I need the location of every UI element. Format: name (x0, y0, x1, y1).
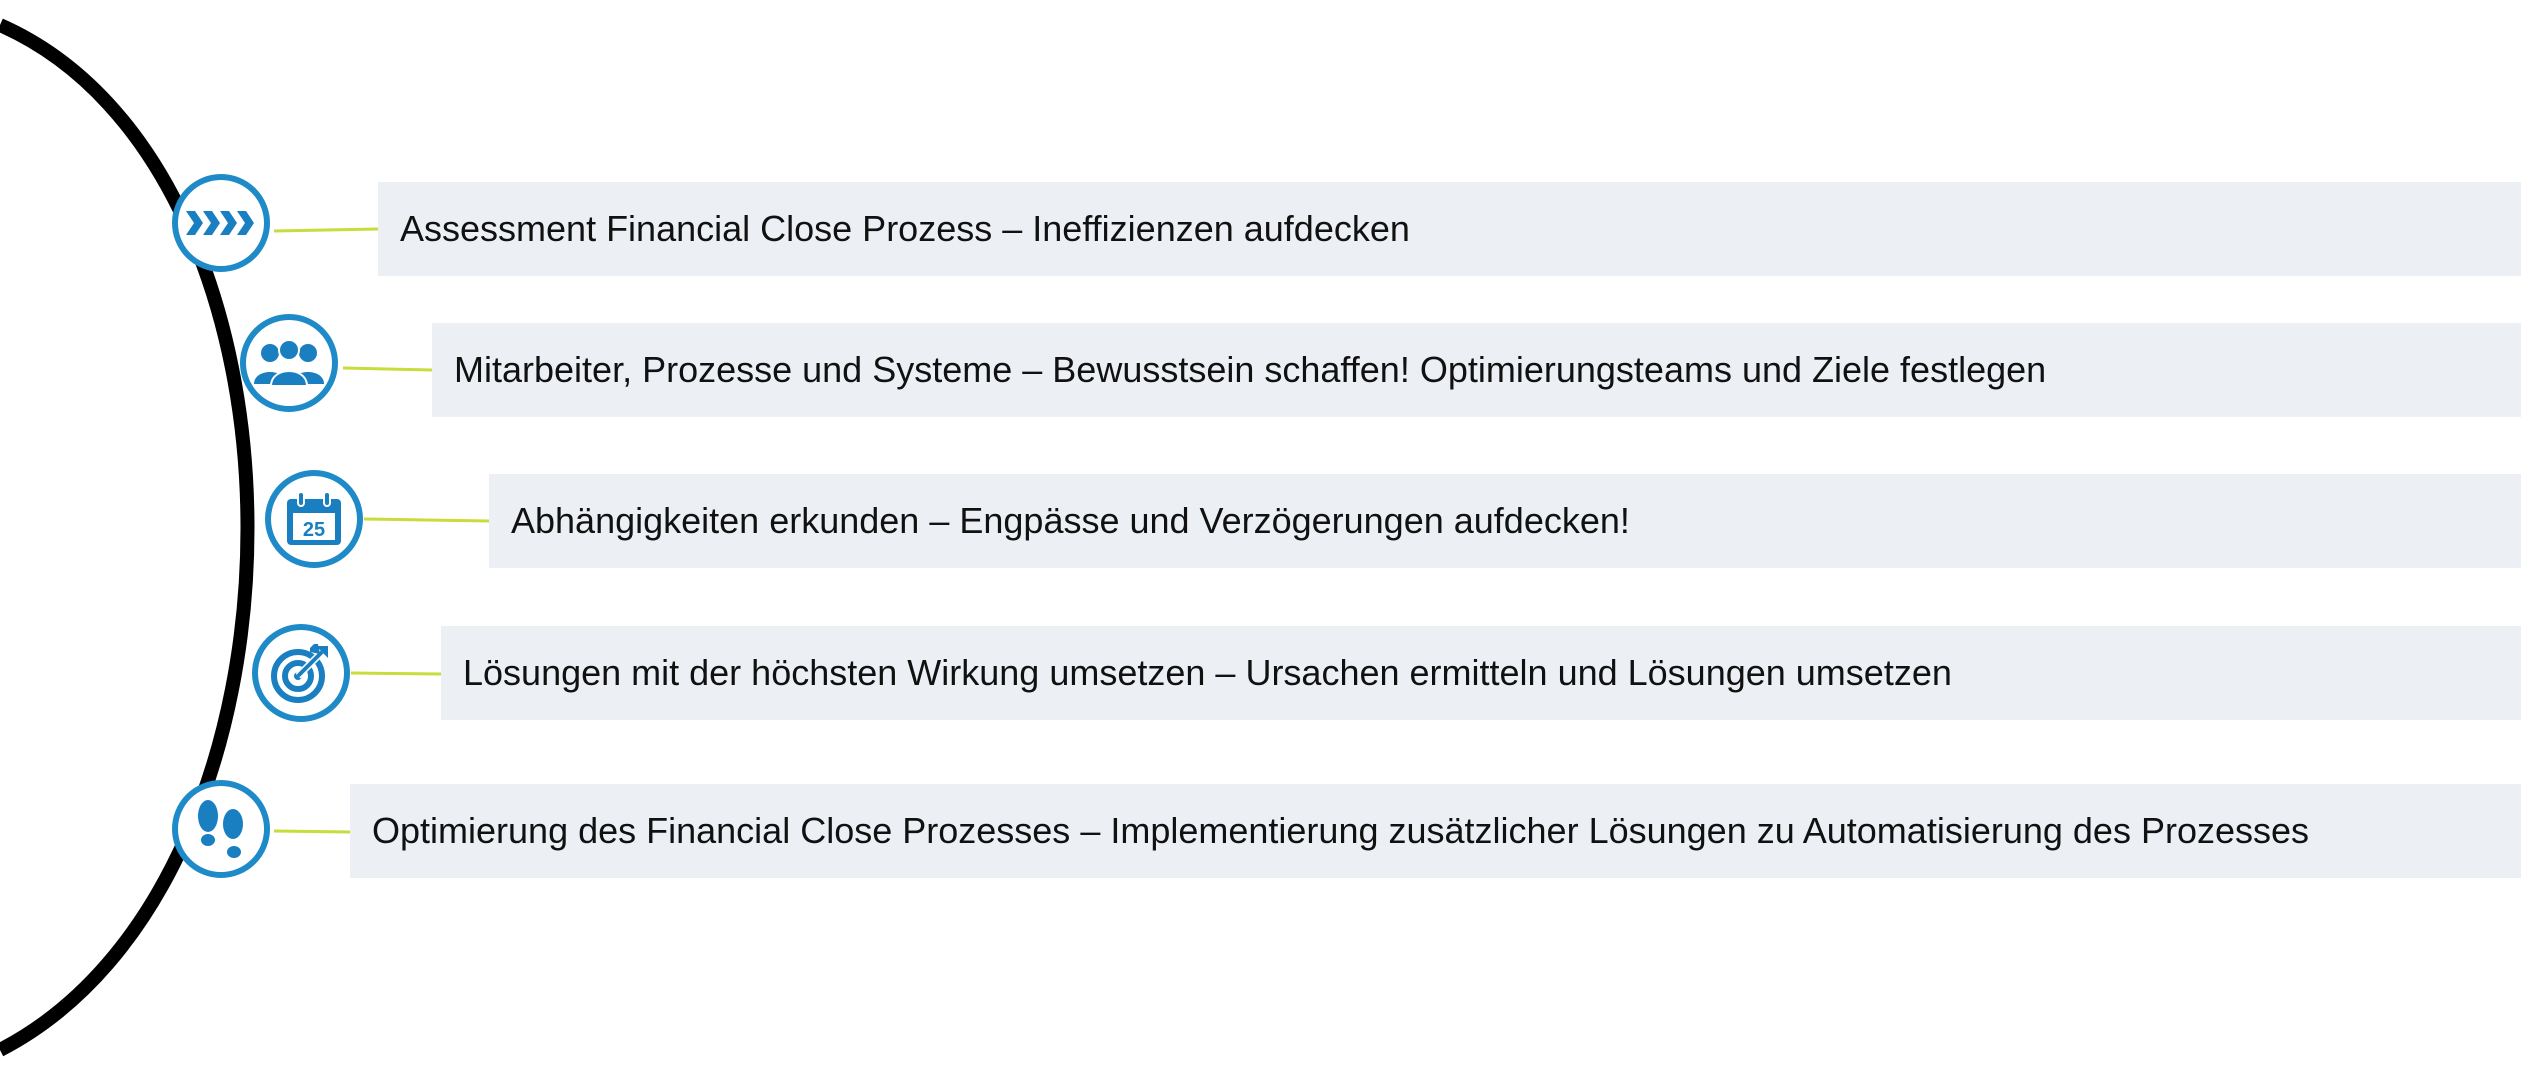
footprints-icon (198, 800, 243, 858)
people-group-icon (254, 339, 324, 387)
step-text: Abhängigkeiten erkunden – Engpässe und V… (511, 500, 1630, 542)
step-bar: Assessment Financial Close Prozess – Ine… (378, 182, 2521, 276)
step-detail: – Implementierung zusätzlicher Lösungen … (1080, 810, 2310, 851)
step-node (252, 624, 350, 722)
step-text: Optimierung des Financial Close Prozesse… (372, 810, 2309, 852)
step-node (172, 174, 270, 272)
step-text: Assessment Financial Close Prozess – Ine… (400, 208, 1410, 250)
step-text: Lösungen mit der höchsten Wirkung umsetz… (463, 652, 1952, 694)
calendar-day: 25 (303, 519, 325, 541)
step-bar: Mitarbeiter, Prozesse und Systeme – Bewu… (432, 323, 2521, 417)
step-node (172, 780, 270, 878)
connector-line (342, 366, 433, 372)
step-bar: Abhängigkeiten erkunden – Engpässe und V… (489, 474, 2521, 568)
connector-line (273, 227, 379, 233)
step-title: Abhängigkeiten erkunden (511, 500, 920, 541)
timeline-arc (0, 18, 255, 1057)
step-detail: – Ursachen ermitteln und Lösungen umsetz… (1215, 652, 1952, 693)
connector-line (350, 671, 442, 676)
step-detail: – Ineffizienzen aufdecken (1002, 208, 1410, 249)
step-bar: Lösungen mit der höchsten Wirkung umsetz… (441, 626, 2521, 720)
step-title: Assessment Financial Close Prozess (400, 208, 993, 249)
calendar-icon: 25 (287, 491, 341, 545)
step-title: Optimierung des Financial Close Prozesse… (372, 810, 1071, 851)
step-detail: – Bewusstsein schaffen! Optimierungsteam… (1022, 349, 2047, 390)
step-text: Mitarbeiter, Prozesse und Systeme – Bewu… (454, 349, 2046, 391)
step-title: Mitarbeiter, Prozesse und Systeme (454, 349, 1013, 390)
step-title: Lösungen mit der höchsten Wirkung umsetz… (463, 652, 1206, 693)
step-bar: Optimierung des Financial Close Prozesse… (350, 784, 2521, 878)
step-node (240, 314, 338, 412)
connector-line (273, 829, 351, 834)
step-node: 25 (265, 470, 363, 568)
connector-line (363, 517, 490, 523)
target-arrow-icon (271, 644, 328, 703)
step-detail: – Engpässe und Verzögerungen aufdecken! (929, 500, 1630, 541)
chevrons-forward-icon (186, 211, 254, 235)
